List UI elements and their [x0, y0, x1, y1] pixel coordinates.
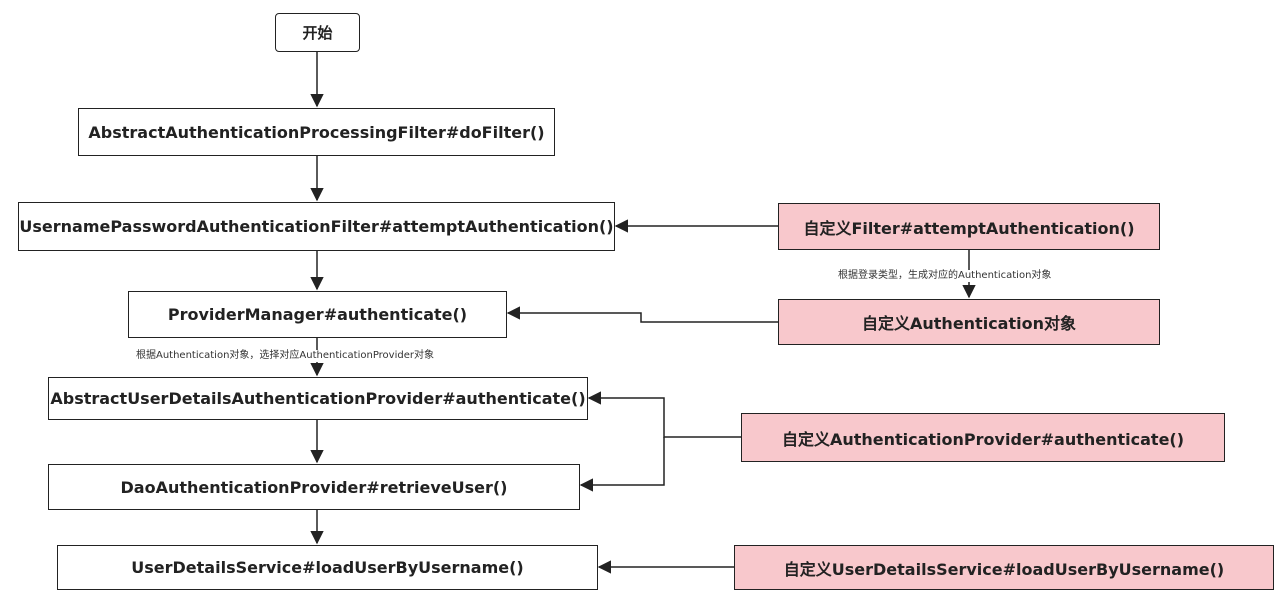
- custom-authentication-node: 自定义Authentication对象: [778, 299, 1160, 345]
- arrow-customprovider-to-abstractprovider: [587, 391, 741, 438]
- start-node: 开始: [275, 13, 360, 52]
- arrow-customauth-to-providermanager: [506, 306, 778, 323]
- step-userdetails-service: UserDetailsService#loadUserByUsername(): [57, 545, 598, 590]
- step-username-password-filter: UsernamePasswordAuthenticationFilter#att…: [18, 202, 615, 251]
- arrow-customprovider-to-dao: [579, 437, 665, 492]
- step-abstract-userdetails-provider: AbstractUserDetailsAuthenticationProvide…: [48, 377, 588, 420]
- provider-selection-edge-label: 根据Authentication对象，选择对应AuthenticationPro…: [136, 350, 434, 362]
- step-provider-manager: ProviderManager#authenticate(): [128, 291, 507, 338]
- filter-edge-label: 根据登录类型，生成对应的Authentication对象: [838, 270, 1052, 282]
- custom-userdetails-node: 自定义UserDetailsService#loadUserByUsername…: [734, 545, 1274, 590]
- custom-filter-node: 自定义Filter#attemptAuthentication(): [778, 203, 1160, 250]
- step-dao-provider: DaoAuthenticationProvider#retrieveUser(): [48, 464, 580, 510]
- step-abstract-processing-filter: AbstractAuthenticationProcessingFilter#d…: [78, 108, 555, 156]
- custom-provider-node: 自定义AuthenticationProvider#authenticate(): [741, 413, 1225, 462]
